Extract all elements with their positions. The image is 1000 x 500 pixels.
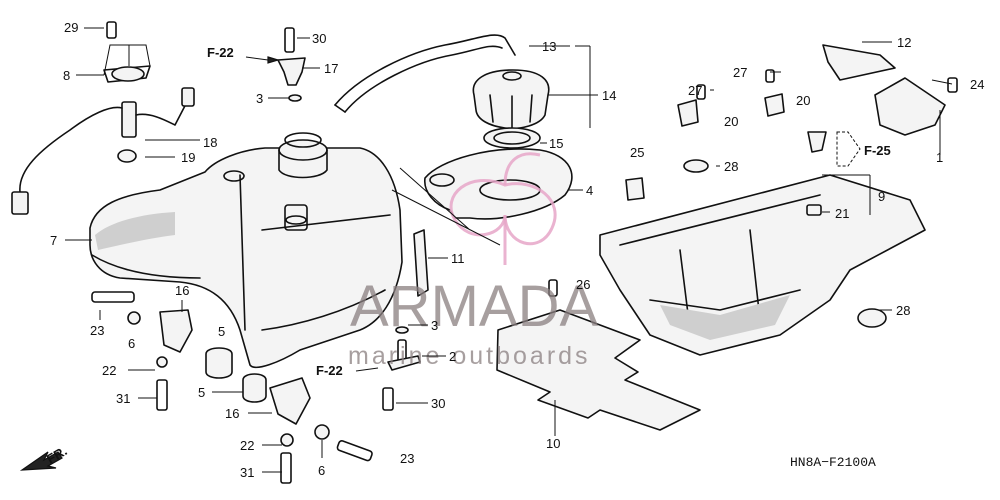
part-label-27-left: 27 bbox=[688, 83, 702, 98]
ref-arrow-f25 bbox=[836, 131, 861, 167]
ref-label-f22-top: F-22 bbox=[207, 45, 234, 60]
ref-arrow-f22-bottom bbox=[355, 367, 379, 372]
part-label-18: 18 bbox=[203, 135, 217, 150]
leader-lines bbox=[65, 27, 953, 473]
fuel-gauge-sender bbox=[11, 21, 195, 215]
part-label-11: 11 bbox=[451, 251, 465, 266]
part-label-15: 15 bbox=[549, 136, 563, 151]
part-label-25: 25 bbox=[630, 145, 644, 160]
cap-gasket bbox=[483, 127, 541, 149]
part-label-13: 13 bbox=[542, 39, 556, 54]
ref-label-f25: F-25 bbox=[864, 143, 891, 158]
bracket-12 bbox=[822, 44, 896, 81]
part-label-23-bottom: 23 bbox=[400, 451, 414, 466]
diagram-code: HN8A−F2100A bbox=[790, 455, 876, 470]
part-label-6-left: 6 bbox=[128, 336, 135, 351]
part-label-2: 2 bbox=[449, 349, 456, 364]
bracket-1 bbox=[874, 77, 958, 136]
part-label-30-top: 30 bbox=[312, 31, 326, 46]
part-label-31-bottom: 31 bbox=[240, 465, 254, 480]
part-label-8: 8 bbox=[63, 68, 70, 83]
part-label-28-bottom: 28 bbox=[896, 303, 910, 318]
part-label-10: 10 bbox=[546, 436, 560, 451]
part-label-3-bottom: 3 bbox=[431, 318, 438, 333]
part-label-30-bottom: 30 bbox=[431, 396, 445, 411]
part-label-16-top: 16 bbox=[175, 283, 189, 298]
part-label-24: 24 bbox=[970, 77, 984, 92]
part-label-9: 9 bbox=[878, 189, 885, 204]
watermark-tagline: marine outboards bbox=[348, 342, 591, 370]
heat-shield-plate bbox=[496, 279, 701, 431]
part-label-26: 26 bbox=[576, 277, 590, 292]
part-label-20-right: 20 bbox=[796, 93, 810, 108]
part-label-12: 12 bbox=[897, 35, 911, 50]
part-label-7: 7 bbox=[50, 233, 57, 248]
clips-20-27 bbox=[625, 69, 827, 201]
part-label-20-left: 20 bbox=[724, 114, 738, 129]
part-label-16-bottom: 16 bbox=[225, 406, 239, 421]
fuel-tank-body bbox=[89, 132, 403, 369]
part-label-21: 21 bbox=[835, 206, 849, 221]
part-label-27-right: 27 bbox=[733, 65, 747, 80]
part-label-3-top: 3 bbox=[256, 91, 263, 106]
part-label-4: 4 bbox=[586, 183, 593, 198]
level-gauge-11 bbox=[413, 229, 429, 297]
ref-arrow-f22-top bbox=[245, 56, 281, 64]
front-direction-arrow: FR. bbox=[19, 443, 70, 471]
part-label-17: 17 bbox=[324, 61, 338, 76]
under-tray bbox=[599, 159, 926, 356]
watermark-logo bbox=[449, 152, 557, 265]
part-label-1: 1 bbox=[936, 150, 943, 165]
part-label-22-left: 22 bbox=[102, 363, 116, 378]
part-label-31-left: 31 bbox=[116, 391, 130, 406]
ref-label-f22-bottom: F-22 bbox=[316, 363, 343, 378]
part-label-23-left: 23 bbox=[90, 323, 104, 338]
part-label-28-top: 28 bbox=[724, 159, 738, 174]
watermark-brand: ARMADA bbox=[350, 274, 598, 339]
fuel-cap bbox=[472, 69, 550, 130]
tank-bracket-17 bbox=[277, 27, 306, 102]
part-label-5-bottom: 5 bbox=[198, 385, 205, 400]
part-label-14: 14 bbox=[602, 88, 616, 103]
breather-tube bbox=[334, 34, 516, 113]
part-label-29: 29 bbox=[64, 20, 78, 35]
drain-bolt-2 bbox=[387, 326, 421, 371]
part-label-19: 19 bbox=[181, 150, 195, 165]
part-label-22-bottom: 22 bbox=[240, 438, 254, 453]
bolt-30-lower bbox=[382, 387, 394, 411]
part-label-5-top: 5 bbox=[218, 324, 225, 339]
part-label-6-bottom: 6 bbox=[318, 463, 325, 478]
mounting-hardware-left bbox=[91, 291, 373, 484]
